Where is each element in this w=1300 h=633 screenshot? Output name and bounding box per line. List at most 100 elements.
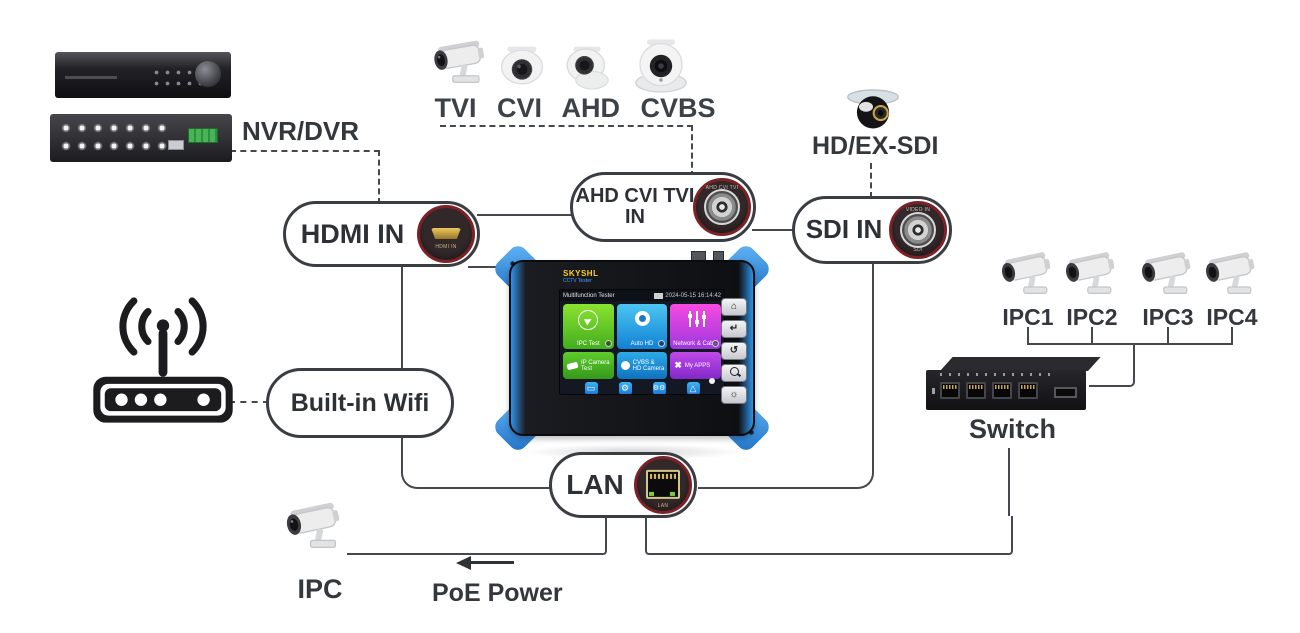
sliders-icon xyxy=(685,311,706,327)
hd-ex-sdi-camera-icon xyxy=(838,88,908,134)
switch-rj45-port xyxy=(1018,382,1038,399)
nvr-port xyxy=(168,140,184,150)
dock-item-settings: ⚙ Settings xyxy=(612,382,638,394)
switch-label: Switch xyxy=(968,414,1056,444)
home-button: ⌂ xyxy=(721,298,747,316)
switch-top-face xyxy=(940,357,1101,371)
ipc3-camera-icon xyxy=(1132,248,1202,303)
nvr-terminal-block xyxy=(188,128,218,143)
nvr-bnc-ports xyxy=(58,120,174,155)
tester-brand: SKYSHL CCTV Tester xyxy=(563,270,598,284)
tester-status-bar: Multifunction Tester 2024-05-15 16:14:42 xyxy=(560,290,724,301)
ipc2-camera-icon xyxy=(1056,248,1126,303)
hdmi-in-pill-label: HDMI IN xyxy=(300,218,405,249)
tester-clock: 2024-05-15 16:14:42 xyxy=(665,292,721,299)
tester-dock: ▭ File Explorer ⚙ Settings ⚙⚙ NET TOOL △… xyxy=(560,382,724,394)
hdmi-port-caption: HDMI IN xyxy=(435,244,457,250)
line-sdi-to-lan xyxy=(698,262,874,489)
ahd-dome-camera-icon xyxy=(556,40,618,98)
flashlight-button: ☼ xyxy=(721,386,747,404)
tester-status-title: Multifunction Tester xyxy=(563,292,615,299)
tester-body: SKYSHL CCTV Tester Multifunction Tester … xyxy=(509,260,755,436)
hdmi-connector-icon xyxy=(431,228,461,239)
cctv-tester-device: SKYSHL CCTV Tester Multifunction Tester … xyxy=(491,242,773,454)
app-badge xyxy=(712,340,720,347)
app-tile-network-cable: Network & Cable xyxy=(670,304,722,349)
lan-port-photo: LAN xyxy=(634,456,692,514)
line-sdicam-to-sdi xyxy=(870,163,872,198)
sdi-in-pill: SDI IN VIDEO IN SDI xyxy=(792,196,952,264)
switch-rj45-port xyxy=(966,382,986,399)
line-ipc2-stub xyxy=(1091,327,1093,344)
line-switch-riser xyxy=(1008,448,1010,516)
ipc3-label: IPC3 xyxy=(1142,304,1194,330)
rj45-connector-icon xyxy=(646,469,680,499)
dome-camera-icon xyxy=(634,311,650,326)
app-tile-my-apps: ✖ My APPS xyxy=(670,352,722,379)
cvi-dome-camera-icon xyxy=(492,40,552,94)
nvr-dvr-label: NVR/DVR xyxy=(242,116,360,146)
tester-app-row-2: IP Camera Test CVBS & HD Camera ✖ My APP… xyxy=(560,349,724,382)
tvi-bullet-camera-icon xyxy=(424,34,496,94)
tester-screen: Multifunction Tester 2024-05-15 16:14:42… xyxy=(559,289,725,395)
ahd-pill-line1: AHD CVI TVI xyxy=(575,185,695,207)
ipc2-label: IPC2 xyxy=(1066,304,1118,330)
app-tile-label: CVBS & HD Camera xyxy=(632,359,665,372)
line-nvr-to-hdmi xyxy=(230,150,380,204)
ahd-port-caption: AHD CVI TVI xyxy=(705,185,739,191)
line-lan-to-switch xyxy=(645,516,1013,555)
ipc4-camera-icon xyxy=(1196,248,1266,303)
dvr-front-jog-dial xyxy=(195,61,221,87)
bnc-connector-icon xyxy=(900,212,936,248)
ipc-camera-icon xyxy=(276,498,352,558)
app-tile-auto-hd: Auto HD xyxy=(616,304,668,349)
sdi-pill-label: SDI IN xyxy=(805,214,883,245)
folder-icon: ▭ xyxy=(584,382,598,394)
ahd-bnc-port-photo: AHD CVI TVI xyxy=(693,178,751,236)
gears-icon: ⚙⚙ xyxy=(652,382,666,394)
tester-speaker-dot xyxy=(709,378,715,384)
line-ipc3-stub xyxy=(1167,327,1169,344)
sdi-port-caption-top: VIDEO IN xyxy=(905,207,931,213)
tester-brand-sub: CCTV Tester xyxy=(563,278,592,284)
battery-icon xyxy=(654,292,664,299)
bullet-camera-icon xyxy=(566,361,579,370)
app-tile-label: Auto HD xyxy=(630,341,654,347)
line-ipc4-stub xyxy=(1231,327,1233,344)
ahd-pill-line2: IN xyxy=(625,206,645,228)
line-ipc1-stub xyxy=(1027,327,1029,344)
bnc-connector-icon xyxy=(704,189,740,225)
gear-icon: ⚙ xyxy=(618,382,632,394)
switch-led xyxy=(932,388,935,394)
ahd-cvi-tvi-in-pill: AHD CVI TVI IN AHD CVI TVI xyxy=(570,172,756,242)
zoom-button xyxy=(721,364,747,382)
switch-rj45-port xyxy=(992,382,1012,399)
app-badge xyxy=(604,340,612,347)
dock-item-file-explorer: ▭ File Explorer xyxy=(578,382,604,394)
poe-arrow-icon xyxy=(456,556,471,570)
lan-pill: LAN LAN xyxy=(549,452,697,518)
dock-item-net-tool: ⚙⚙ NET TOOL xyxy=(646,382,672,394)
app-tile-cvbs-hd-camera: CVBS & HD Camera xyxy=(616,352,668,379)
lan-port-caption: LAN xyxy=(657,503,669,509)
app-tile-label: IPC Test xyxy=(577,341,600,347)
app-tile-label: Network & Cable xyxy=(673,341,719,347)
line-router-to-wifi xyxy=(229,401,269,403)
line-lan-to-ipc xyxy=(347,516,607,555)
switch-sfp-port xyxy=(1054,387,1077,398)
dvr-front-device xyxy=(55,52,231,98)
line-ipcbus-to-switch xyxy=(1089,344,1135,387)
line-hdmi-to-ahd xyxy=(477,214,573,216)
poe-switch-device xyxy=(926,357,1101,411)
dock-item-cleaner: △ Cleaner xyxy=(680,382,706,394)
magnifier-icon xyxy=(729,367,739,376)
app-tile-ip-camera-test: IP Camera Test xyxy=(563,352,614,379)
tester-app-row-1: ▶ IPC Test Auto HD Network & Cable xyxy=(560,301,724,349)
enter-button: ↵ xyxy=(721,320,747,338)
sdi-bnc-port-photo: VIDEO IN SDI xyxy=(889,201,947,259)
switch-rj45-port xyxy=(940,382,960,399)
ipc-label: IPC xyxy=(297,574,343,604)
paper-plane-icon: ▶ xyxy=(578,310,599,330)
sdi-port-caption-bottom: SDI xyxy=(913,247,923,253)
